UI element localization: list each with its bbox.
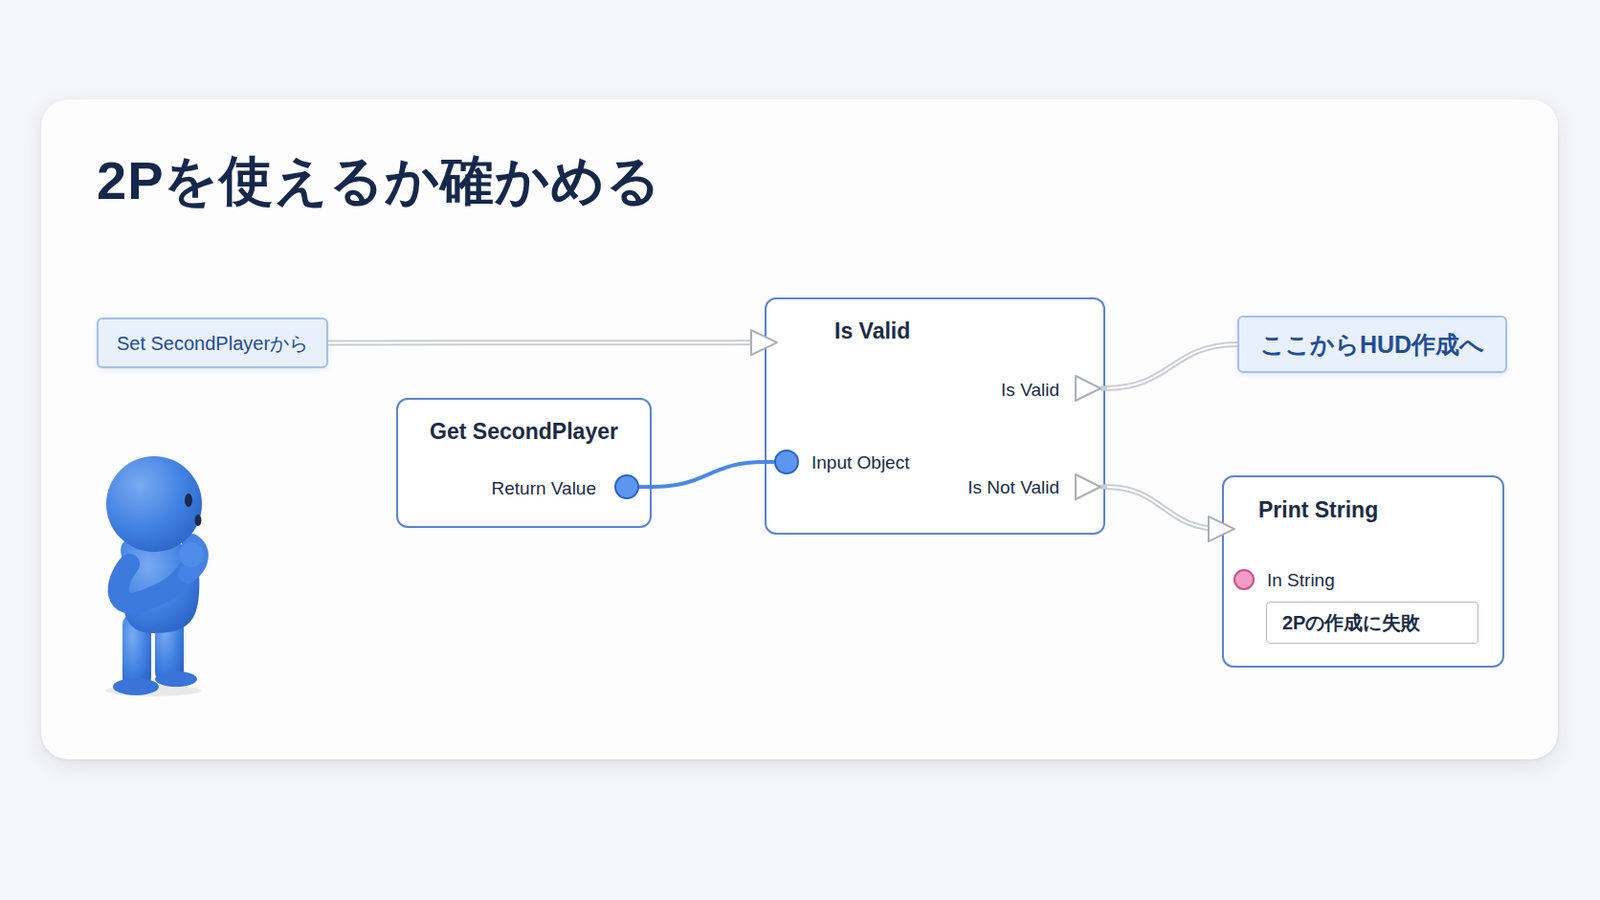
data-wire-stub [626, 485, 654, 489]
figure-foot [155, 671, 198, 688]
node-label: Print String [1258, 497, 1378, 525]
wire-core [328, 341, 765, 344]
data-pin [615, 475, 639, 499]
string-pin [1234, 570, 1254, 590]
wire-core [1105, 344, 1238, 389]
arrow-head [1208, 516, 1235, 542]
wire-core [1105, 487, 1223, 530]
figure-foot [112, 678, 159, 696]
figure-eye [184, 493, 193, 508]
branch-node: Is Valid Is ValidInput Object Is Not Valid [764, 297, 1106, 535]
wire-outline [1105, 487, 1223, 530]
function-node: Get SecondPlayerReturn Value [396, 398, 652, 529]
exec-wire [328, 330, 778, 356]
node-label: ここからHUD作成へ [1260, 330, 1485, 359]
slide-title: 2Pを使えるか確かめる [96, 145, 663, 219]
pin-label: Input Object [811, 452, 910, 475]
node-label: Is Valid [834, 318, 911, 346]
figure-leg [155, 608, 184, 686]
figure-arm [118, 564, 188, 604]
exec-wire [1105, 487, 1235, 542]
arrow-head [751, 330, 778, 356]
figure-arm [187, 543, 200, 575]
pin-label: Is Not Valid [967, 477, 1060, 500]
print-node: Print String In String 2Pの作成に失敗 [1222, 475, 1505, 668]
data-wire [651, 462, 765, 488]
exec-wire [1105, 344, 1238, 389]
exec-pin [1075, 376, 1101, 401]
pin-label: In String [1266, 570, 1335, 593]
exec-wire-stub [1100, 386, 1108, 392]
figure-leg [122, 612, 152, 691]
pin-label: Is Valid [1000, 379, 1060, 402]
pin-label: Return Value [491, 478, 598, 501]
start-tag: Set SecondPlayerから [96, 317, 329, 369]
string-field: 2Pの作成に失敗 [1266, 601, 1479, 645]
figure-head [106, 456, 202, 553]
wire-line [651, 462, 765, 488]
figure-body [120, 537, 200, 634]
wire-outline [1105, 344, 1238, 389]
exec-wire-stub [1100, 485, 1108, 490]
figure-eye [195, 514, 202, 527]
goal-tag: ここからHUD作成へ [1237, 315, 1508, 374]
node-label: Set SecondPlayerから [116, 332, 309, 356]
node-label: 2Pの作成に失敗 [1282, 611, 1421, 635]
wire-outline [328, 339, 765, 346]
figure-hand [178, 542, 204, 568]
node-label: Get SecondPlayer [398, 419, 650, 446]
data-pin [775, 450, 799, 474]
data-wire-stub [762, 460, 787, 465]
figure-shadow [105, 685, 201, 697]
exec-pin [1075, 474, 1101, 500]
